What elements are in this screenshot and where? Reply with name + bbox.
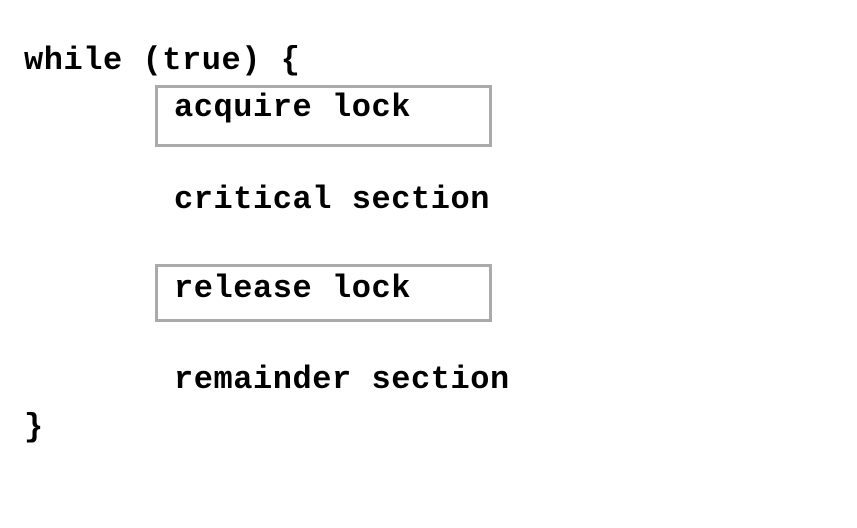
code-line-remainder-section: remainder section: [174, 361, 510, 398]
acquire-lock-box: [155, 85, 492, 147]
code-line-closing-brace: }: [24, 409, 44, 446]
code-line-critical-section: critical section: [174, 181, 491, 218]
code-line-while-true: while (true) {: [24, 42, 301, 79]
code-line-release-lock: release lock: [174, 270, 412, 307]
release-lock-box: [155, 264, 492, 322]
code-line-acquire-lock: acquire lock: [174, 89, 412, 126]
